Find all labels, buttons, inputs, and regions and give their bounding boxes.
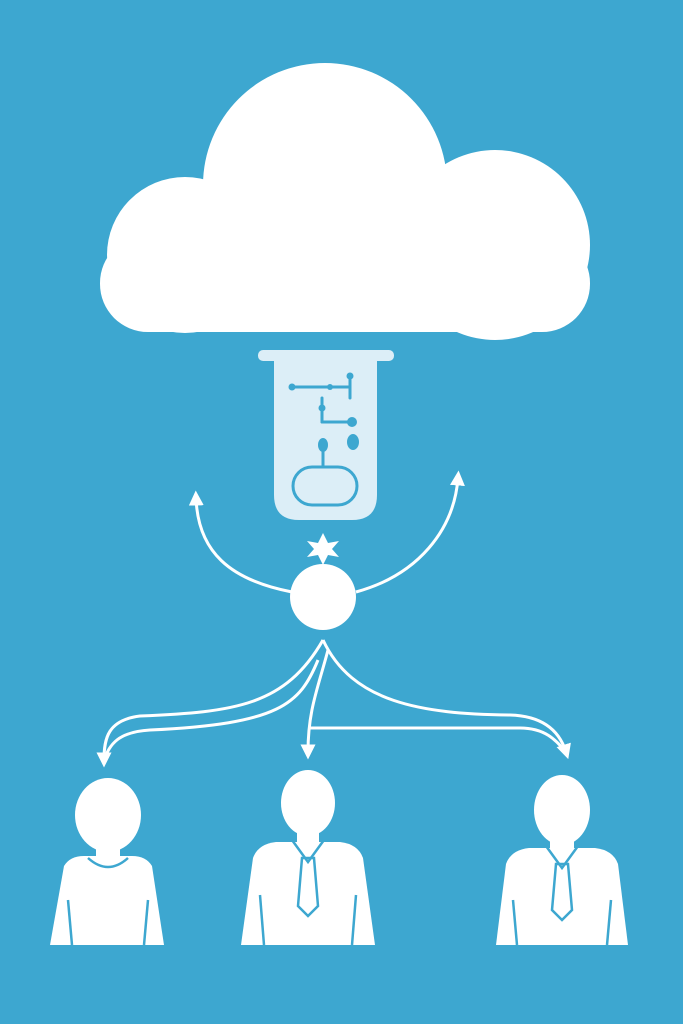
circuit-icon (288, 372, 359, 507)
arrows-up (188, 470, 465, 594)
person-with-tie-icon (241, 770, 375, 946)
cloud-icon (100, 63, 590, 340)
person-with-tie-icon (496, 775, 628, 946)
spark-icon (307, 533, 339, 565)
arrows-down (96, 639, 571, 768)
person-casual-icon (50, 778, 164, 946)
test-tube-icon (258, 350, 394, 520)
hub-node-icon (290, 564, 356, 630)
